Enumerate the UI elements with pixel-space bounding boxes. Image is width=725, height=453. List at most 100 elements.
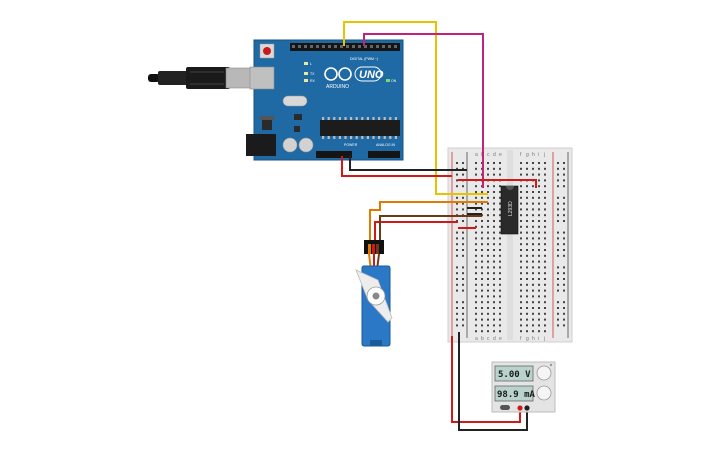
rail-hole[interactable] <box>456 196 458 199</box>
breadboard-hole[interactable] <box>487 249 489 251</box>
breadboard-hole[interactable] <box>526 220 528 222</box>
rail-hole[interactable] <box>563 307 565 309</box>
breadboard-hole[interactable] <box>538 272 540 275</box>
breadboard-hole[interactable] <box>487 324 489 327</box>
breadboard-hole[interactable] <box>493 272 495 275</box>
breadboard-hole[interactable] <box>544 318 546 321</box>
breadboard-hole[interactable] <box>499 237 501 240</box>
breadboard-hole[interactable] <box>493 260 495 263</box>
breadboard-hole[interactable] <box>532 301 534 304</box>
breadboard-hole[interactable] <box>538 173 540 176</box>
breadboard-hole[interactable] <box>544 243 546 246</box>
breadboard-hole[interactable] <box>520 231 522 234</box>
breadboard-hole[interactable] <box>544 289 546 292</box>
rail-hole[interactable] <box>557 179 559 182</box>
breadboard-hole[interactable] <box>544 324 546 327</box>
breadboard-hole[interactable] <box>487 220 489 222</box>
rail-hole[interactable] <box>563 208 565 211</box>
breadboard-hole[interactable] <box>481 196 483 199</box>
breadboard-hole[interactable] <box>499 289 501 292</box>
breadboard-hole[interactable] <box>544 307 546 309</box>
positive-terminal[interactable] <box>517 405 523 411</box>
wire-servo-ground[interactable] <box>379 215 482 240</box>
breadboard-hole[interactable] <box>481 278 483 280</box>
breadboard-hole[interactable] <box>520 307 522 309</box>
breadboard-hole[interactable] <box>487 231 489 234</box>
breadboard-hole[interactable] <box>526 318 528 321</box>
rail-hole[interactable] <box>462 173 464 176</box>
breadboard-hole[interactable] <box>487 208 489 211</box>
breadboard-hole[interactable] <box>544 312 546 315</box>
rail-hole[interactable] <box>557 266 559 269</box>
breadboard-hole[interactable] <box>532 208 534 211</box>
breadboard-hole[interactable] <box>532 185 534 188</box>
breadboard-hole[interactable] <box>526 243 528 246</box>
rail-hole[interactable] <box>456 324 458 327</box>
breadboard-hole[interactable] <box>475 249 477 251</box>
header-pin[interactable] <box>370 45 373 48</box>
breadboard-hole[interactable] <box>493 214 495 217</box>
breadboard-hole[interactable] <box>538 324 540 327</box>
header-pin[interactable] <box>310 45 313 48</box>
breadboard-hole[interactable] <box>520 295 522 298</box>
header-pin[interactable] <box>298 45 301 48</box>
breadboard-hole[interactable] <box>526 295 528 298</box>
breadboard-hole[interactable] <box>487 191 489 193</box>
power-switch[interactable] <box>500 405 510 410</box>
breadboard-hole[interactable] <box>499 295 501 298</box>
rail-hole[interactable] <box>462 318 464 321</box>
breadboard-hole[interactable] <box>520 318 522 321</box>
rail-hole[interactable] <box>456 283 458 286</box>
breadboard-hole[interactable] <box>544 231 546 234</box>
breadboard-hole[interactable] <box>493 312 495 315</box>
rail-hole[interactable] <box>456 289 458 292</box>
breadboard-hole[interactable] <box>487 243 489 246</box>
rail-hole[interactable] <box>557 278 559 280</box>
breadboard-hole[interactable] <box>487 173 489 176</box>
breadboard-hole[interactable] <box>526 202 528 205</box>
rail-hole[interactable] <box>462 243 464 246</box>
breadboard-hole[interactable] <box>532 260 534 263</box>
breadboard-hole[interactable] <box>481 283 483 286</box>
breadboard-hole[interactable] <box>499 301 501 304</box>
breadboard-hole[interactable] <box>538 318 540 321</box>
breadboard-hole[interactable] <box>520 301 522 304</box>
breadboard-hole[interactable] <box>520 278 522 280</box>
header-pin[interactable] <box>352 45 355 48</box>
breadboard-hole[interactable] <box>532 318 534 321</box>
rail-hole[interactable] <box>557 167 559 170</box>
breadboard-hole[interactable] <box>493 185 495 188</box>
breadboard-hole[interactable] <box>493 330 495 333</box>
breadboard-hole[interactable] <box>475 196 477 199</box>
breadboard-hole[interactable] <box>475 301 477 304</box>
breadboard-hole[interactable] <box>526 283 528 286</box>
breadboard-hole[interactable] <box>538 162 540 164</box>
breadboard-hole[interactable] <box>475 237 477 240</box>
rail-hole[interactable] <box>462 289 464 292</box>
breadboard-hole[interactable] <box>538 214 540 217</box>
breadboard-hole[interactable] <box>544 301 546 304</box>
breadboard-hole[interactable] <box>493 318 495 321</box>
breadboard-hole[interactable] <box>475 283 477 286</box>
breadboard-hole[interactable] <box>481 266 483 269</box>
breadboard-hole[interactable] <box>526 307 528 309</box>
breadboard-hole[interactable] <box>520 191 522 193</box>
breadboard-hole[interactable] <box>538 185 540 188</box>
breadboard-hole[interactable] <box>544 173 546 176</box>
rail-hole[interactable] <box>563 173 565 176</box>
breadboard-hole[interactable] <box>481 260 483 263</box>
breadboard-hole[interactable] <box>544 196 546 199</box>
breadboard-hole[interactable] <box>481 312 483 315</box>
breadboard-hole[interactable] <box>520 167 522 170</box>
rail-hole[interactable] <box>563 196 565 199</box>
breadboard-hole[interactable] <box>520 162 522 164</box>
current-knob[interactable] <box>536 385 552 401</box>
breadboard-hole[interactable] <box>520 225 522 228</box>
rail-hole[interactable] <box>462 208 464 211</box>
breadboard-hole[interactable] <box>526 278 528 280</box>
rail-hole[interactable] <box>456 266 458 269</box>
rail-hole[interactable] <box>462 185 464 188</box>
breadboard-hole[interactable] <box>475 312 477 315</box>
usb-cable[interactable] <box>148 67 257 89</box>
rail-hole[interactable] <box>462 283 464 286</box>
